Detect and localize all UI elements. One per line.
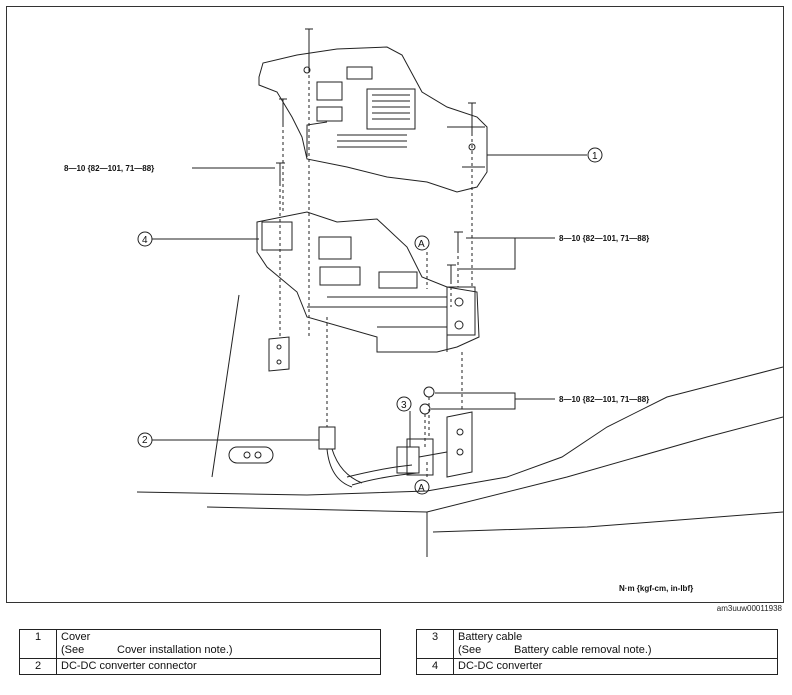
legend-row: 2 DC-DC converter connector [19, 658, 381, 675]
legend-note: (See Cover installation note.) [61, 644, 376, 657]
legend-note-text: Cover installation note.) [117, 644, 233, 656]
section-marker-a-top: A [418, 239, 425, 250]
callout-4: 4 [142, 235, 148, 246]
legend-table-left: 1 Cover (See Cover installation note.) 2… [19, 629, 381, 675]
callout-3: 3 [401, 400, 407, 411]
body-panel-outline-5 [211, 294, 240, 478]
bolt-set [276, 28, 476, 415]
legend-row: 1 Cover (See Cover installation note.) [19, 629, 381, 659]
torque-label-converter: 8—10 {82—101, 71—88} [559, 234, 649, 243]
legend-name: Battery cable [458, 631, 523, 643]
exploded-view-diagram: 8—10 {82—101, 71—88} 8—10 {82—101, 71—88… [6, 6, 784, 603]
cover-part [258, 46, 488, 193]
legend-note-text: Battery cable removal note.) [514, 644, 652, 656]
callout-1: 1 [592, 151, 598, 162]
bracket-part [268, 336, 473, 478]
legend-description: Battery cable (See Battery cable removal… [453, 629, 778, 659]
torque-label-battery-cable: 8—10 {82—101, 71—88} [559, 395, 649, 404]
legend-note-prefix: (See [61, 644, 85, 656]
body-panel-outline-2 [206, 416, 783, 513]
legend-name: Cover [61, 631, 91, 643]
legend-row: 4 DC-DC converter [416, 658, 778, 675]
legend-number: 3 [416, 629, 454, 659]
legend-row: 3 Battery cable (See Battery cable remov… [416, 629, 778, 659]
callout-2: 2 [142, 435, 148, 446]
diagram-drawing: 8—10 {82—101, 71—88} 8—10 {82—101, 71—88… [64, 28, 783, 593]
torque-label-cover: 8—10 {82—101, 71—88} [64, 164, 154, 173]
legend-description: Cover (See Cover installation note.) [56, 629, 381, 659]
legend-note: (See Battery cable removal note.) [458, 644, 773, 657]
legend-number: 4 [416, 658, 454, 675]
legend-description: DC-DC converter connector [56, 658, 381, 675]
body-panel-outline [136, 366, 783, 496]
image-code: am3uuw00011938 [716, 604, 782, 613]
legend-table-right: 3 Battery cable (See Battery cable remov… [416, 629, 778, 675]
connector-harness-part [318, 426, 448, 488]
dc-dc-converter-part [256, 211, 480, 353]
legend-note-prefix: (See [458, 644, 482, 656]
body-panel-outline-4 [432, 511, 783, 533]
alignment-lines [279, 69, 473, 479]
legend-number: 2 [19, 658, 57, 675]
units-note: N·m {kgf-cm, in-lbf} [619, 584, 693, 593]
section-marker-a-bottom: A [418, 483, 425, 494]
body-slot [228, 446, 274, 464]
legend-number: 1 [19, 629, 57, 659]
leader-lines [152, 154, 587, 447]
legend-description: DC-DC converter [453, 658, 778, 675]
